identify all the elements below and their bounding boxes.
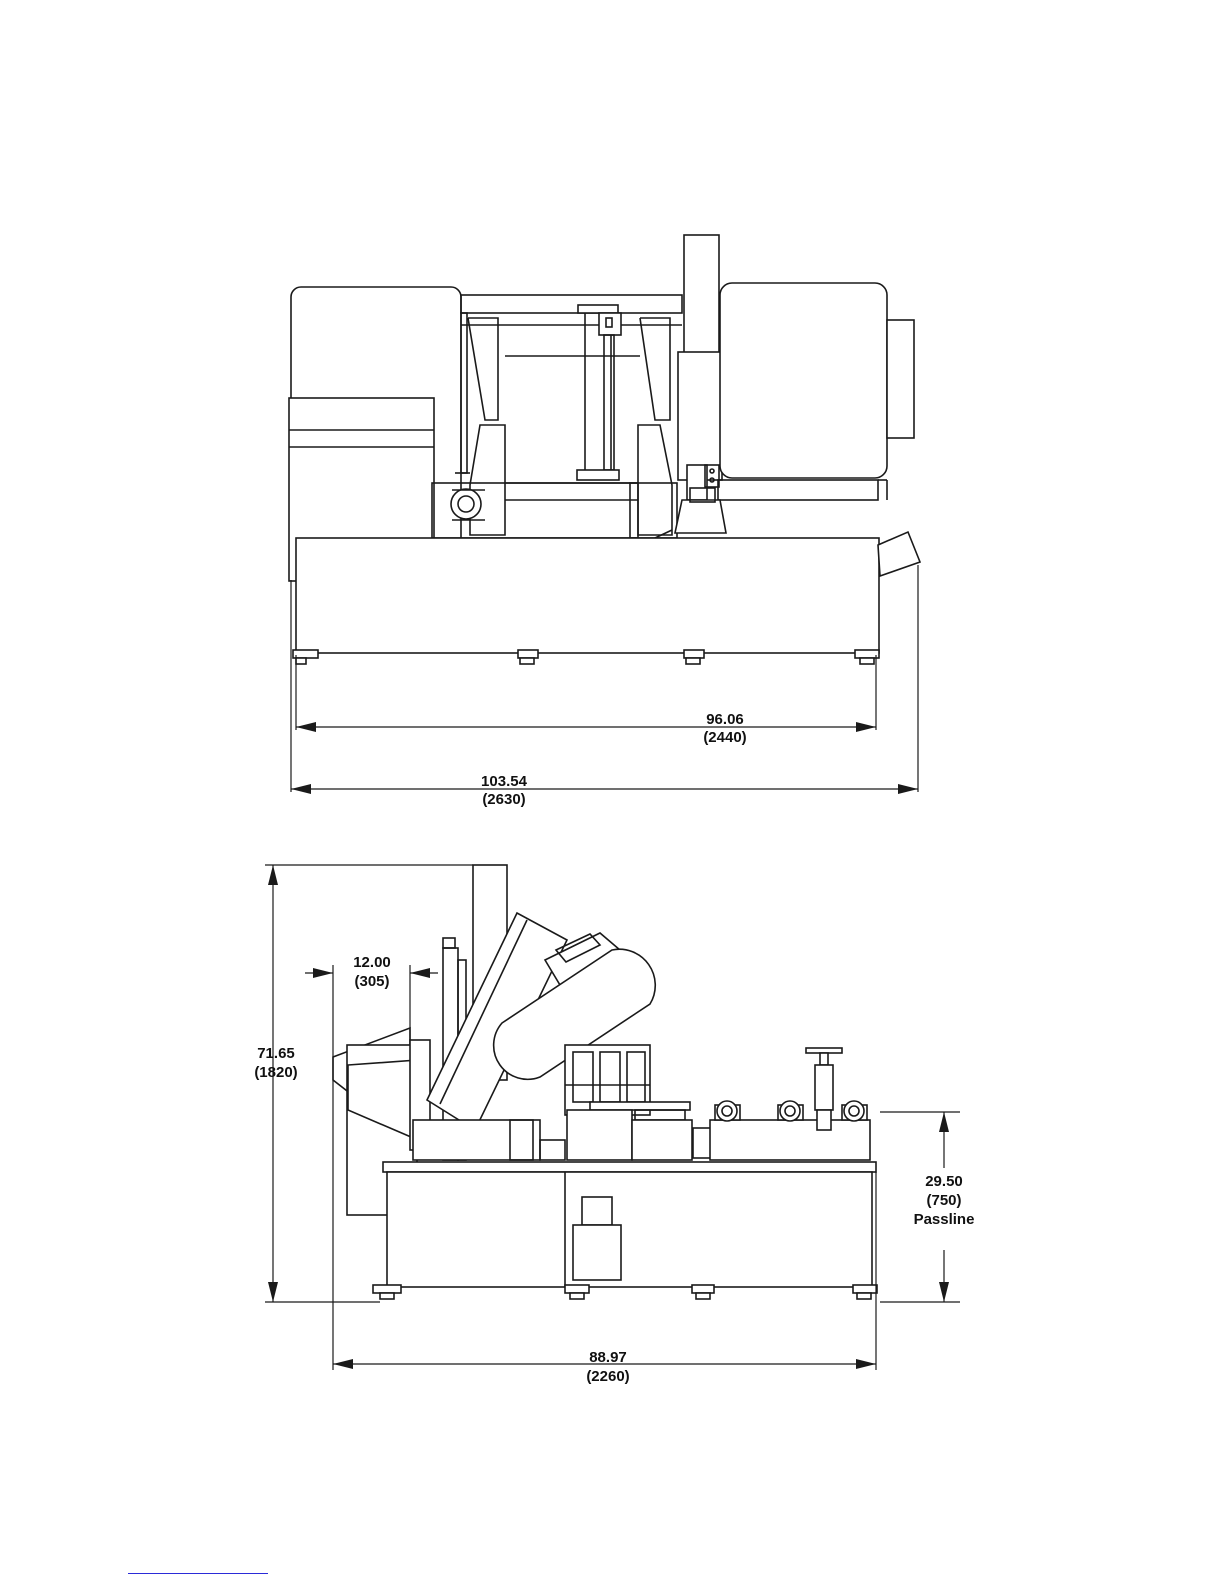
feed-table xyxy=(710,1120,870,1160)
feed-rollers xyxy=(715,1101,867,1121)
dim-height-metric: (1820) xyxy=(254,1064,297,1081)
guide-post xyxy=(578,305,618,313)
dim-outer-value: 103.54 xyxy=(481,773,528,790)
dim-passline-label: Passline xyxy=(914,1211,975,1228)
front-base xyxy=(296,538,879,653)
side-base xyxy=(387,1172,872,1287)
t-handle-clamp xyxy=(806,1048,842,1130)
hub-wheel xyxy=(451,489,481,519)
dim-offset-value: 12.00 xyxy=(353,954,391,971)
dim-inner-value: 96.06 xyxy=(706,711,744,728)
footer-link-line xyxy=(128,1573,268,1574)
dim-offset-metric: (305) xyxy=(354,973,389,990)
column xyxy=(684,235,719,353)
dim-passline-value: 29.50 xyxy=(925,1173,963,1190)
dim-passline-metric: (750) xyxy=(926,1192,961,1209)
upper-frame xyxy=(461,295,682,313)
motor-housing xyxy=(720,283,887,478)
dim-width-metric: (2260) xyxy=(586,1368,629,1385)
dim-outer-metric: (2630) xyxy=(482,791,525,808)
dim-width-value: 88.97 xyxy=(589,1349,627,1366)
dim-inner-metric: (2440) xyxy=(703,729,746,746)
dim-height-value: 71.65 xyxy=(257,1045,295,1062)
front-view-machine xyxy=(289,235,920,664)
side-view-machine xyxy=(333,865,877,1299)
